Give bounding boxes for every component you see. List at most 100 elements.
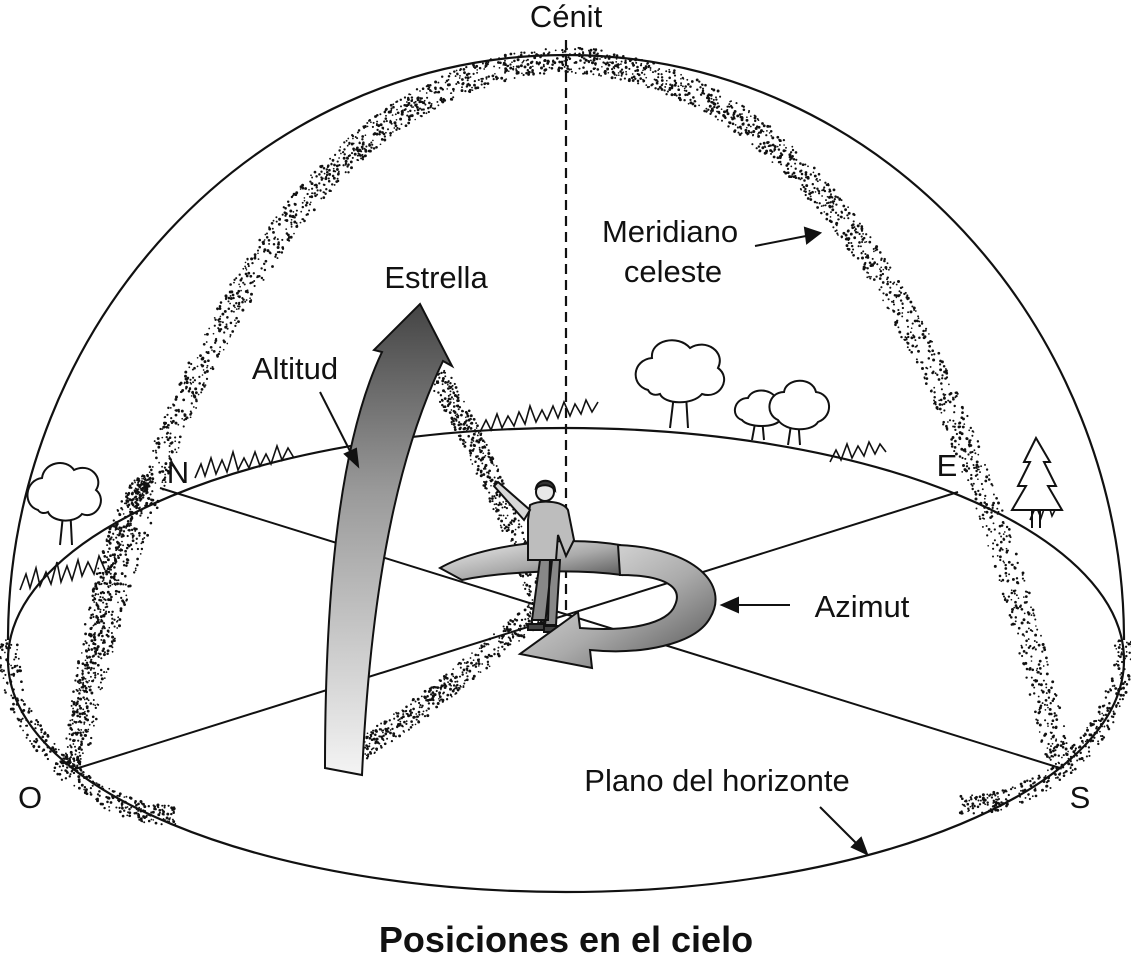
stipple-dot (107, 539, 111, 543)
stipple-dot (344, 159, 348, 163)
stipple-dot (513, 77, 516, 79)
stipple-dot (487, 452, 491, 455)
stipple-dot (1055, 718, 1059, 721)
stipple-dot (386, 128, 390, 131)
stipple-dot (812, 171, 815, 174)
stipple-dot (1057, 705, 1060, 708)
stipple-dot (453, 70, 456, 73)
stipple-dot (1034, 679, 1038, 683)
stipple-dot (452, 684, 456, 687)
stipple-dot (921, 320, 923, 323)
stipple-dot (116, 627, 119, 629)
stipple-dot (168, 444, 171, 448)
stipple-dot (476, 424, 479, 428)
stipple-dot (886, 276, 889, 279)
stipple-dot (438, 699, 441, 702)
stipple-dot (174, 421, 178, 425)
stipple-dot (384, 733, 387, 736)
stipple-dot (850, 224, 854, 227)
stipple-dot (455, 686, 458, 690)
stipple-dot (1013, 623, 1016, 626)
stipple-dot (865, 233, 868, 236)
stipple-dot (917, 349, 920, 353)
stipple-dot (320, 176, 323, 179)
stipple-dot (733, 109, 737, 113)
stipple-dot (1117, 654, 1120, 657)
stipple-dot (371, 731, 375, 735)
stipple-dot (456, 415, 459, 418)
stipple-dot (309, 201, 312, 204)
stipple-dot (263, 248, 267, 252)
stipple-dot (763, 145, 766, 148)
stipple-dot (257, 258, 260, 261)
stipple-dot (471, 463, 474, 465)
stipple-dot (821, 189, 824, 192)
stipple-dot (869, 236, 872, 239)
stipple-dot (418, 100, 421, 104)
stipple-dot (407, 118, 411, 121)
stipple-dot (563, 50, 567, 53)
stipple-dot (290, 221, 293, 224)
stipple-dot (947, 421, 949, 423)
stipple-dot (371, 125, 374, 128)
stipple-dot (40, 731, 43, 734)
stipple-dot (201, 374, 204, 376)
stipple-dot (683, 98, 686, 102)
stipple-dot (953, 411, 956, 414)
stipple-dot (115, 549, 118, 552)
stipple-dot (414, 100, 417, 103)
stipple-dot (1119, 673, 1122, 676)
stipple-dot (76, 764, 79, 767)
stipple-dot (1061, 746, 1065, 749)
stipple-dot (169, 457, 172, 461)
stipple-dot (69, 750, 73, 754)
stipple-dot (468, 669, 472, 673)
stipple-dot (72, 763, 75, 766)
stipple-dot (1003, 561, 1006, 564)
stipple-dot (37, 745, 41, 749)
stipple-dot (164, 473, 166, 476)
stipple-dot (463, 682, 466, 685)
stipple-dot (690, 80, 694, 83)
stipple-dot (484, 454, 487, 457)
stipple-dot (1043, 648, 1047, 652)
stipple-dot (1010, 616, 1013, 619)
stipple-dot (799, 162, 802, 165)
stipple-dot (475, 64, 479, 68)
stipple-dot (452, 675, 455, 678)
stipple-dot (1069, 766, 1072, 769)
stipple-dot (624, 61, 627, 64)
stipple-dot (910, 336, 914, 340)
stipple-dot (1102, 736, 1106, 739)
stipple-dot (358, 148, 362, 152)
stipple-dot (167, 406, 170, 410)
stipple-dot (118, 529, 122, 533)
stipple-dot (646, 61, 649, 65)
stipple-dot (709, 110, 712, 112)
stipple-dot (594, 67, 597, 70)
stipple-dot (776, 156, 780, 160)
stipple-dot (519, 64, 523, 68)
stipple-dot (992, 790, 996, 794)
stipple-dot (452, 419, 455, 422)
stipple-dot (584, 71, 586, 73)
stipple-dot (466, 414, 470, 418)
stipple-dot (1054, 725, 1058, 729)
stipple-dot (939, 359, 942, 363)
stipple-dot (461, 82, 465, 86)
stipple-dot (765, 134, 768, 137)
stipple-dot (74, 679, 77, 682)
stipple-dot (472, 418, 475, 421)
stipple-dot (224, 297, 228, 301)
stipple-dot (115, 806, 118, 809)
stipple-dot (642, 69, 644, 72)
stipple-dot (117, 590, 121, 594)
stipple-dot (314, 192, 317, 194)
stipple-dot (462, 668, 466, 672)
stipple-dot (128, 485, 132, 489)
stipple-dot (329, 157, 332, 160)
stipple-dot (977, 489, 980, 493)
stipple-dot (105, 610, 108, 613)
stipple-dot (874, 249, 877, 252)
stipple-dot (1065, 752, 1068, 755)
